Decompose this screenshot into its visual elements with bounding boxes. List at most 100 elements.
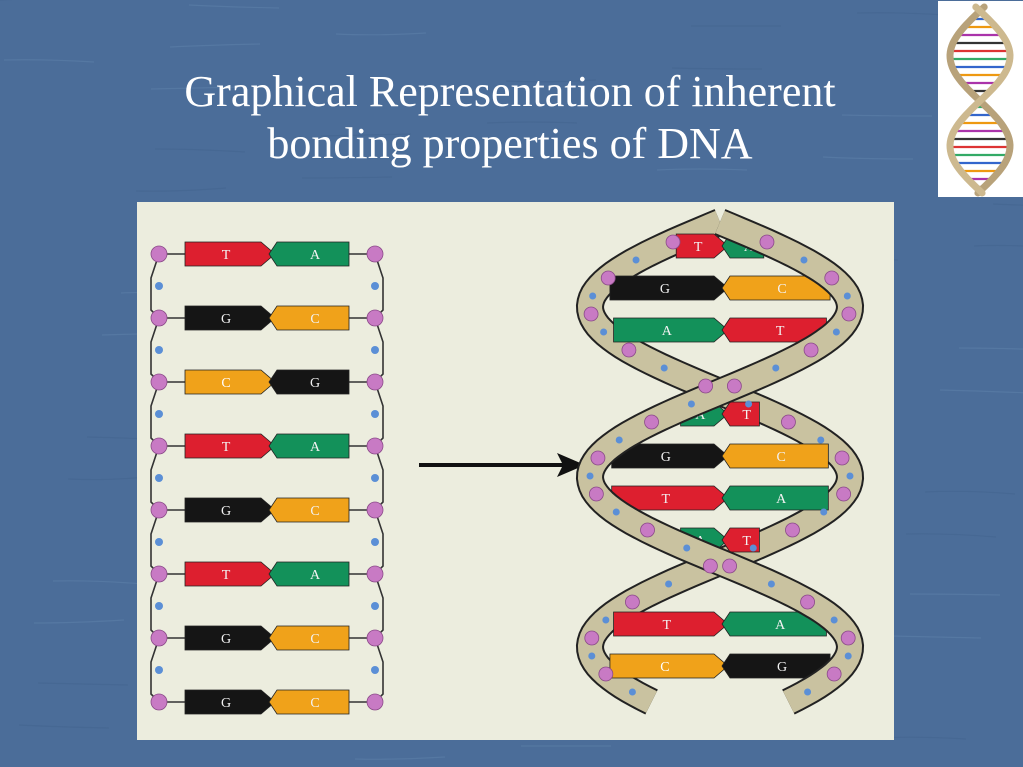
slide-title: Graphical Representation of inherent bon… (110, 66, 910, 170)
phosphate-node (150, 309, 168, 327)
base-letter: T (742, 408, 751, 423)
base-letter: T (663, 618, 672, 633)
base-letter: C (776, 450, 785, 465)
base-letter: C (310, 632, 319, 647)
bond-node (589, 292, 597, 300)
bond-node (830, 616, 838, 624)
bond-node (665, 580, 673, 588)
base-left (184, 625, 276, 651)
base-letter: G (221, 632, 231, 647)
base-right (721, 317, 827, 343)
phosphate-node (702, 558, 718, 574)
base-left (184, 497, 276, 523)
bond-node (155, 538, 163, 546)
base-left (184, 369, 276, 395)
base-left (184, 689, 276, 715)
phosphate-node (584, 630, 600, 646)
bond-node (155, 346, 163, 354)
bond-node (155, 602, 163, 610)
bond-node (844, 652, 852, 660)
bond-node (602, 616, 610, 624)
phosphate-node (150, 373, 168, 391)
phosphate-node (836, 486, 852, 502)
phosphate-node (366, 437, 384, 455)
bond-node (371, 410, 379, 418)
base-letter: C (221, 376, 230, 391)
base-letter: C (310, 312, 319, 327)
phosphate-node (150, 437, 168, 455)
base-letter: A (310, 440, 321, 455)
base-letter: A (662, 324, 673, 339)
bond-node (800, 256, 808, 264)
phosphate-node (366, 309, 384, 327)
bond-node (600, 328, 608, 336)
base-letter: T (694, 240, 703, 255)
phosphate-node (150, 629, 168, 647)
bond-node (683, 544, 691, 552)
bond-node (632, 256, 640, 264)
base-right (268, 625, 350, 651)
dna-logo (938, 1, 1023, 197)
title-line-2: bonding properties of DNA (267, 119, 753, 168)
phosphate-node (588, 486, 604, 502)
phosphate-node (785, 522, 800, 538)
base-right (721, 527, 760, 553)
base-letter: T (742, 534, 751, 549)
phosphate-node (726, 378, 742, 394)
base-letter: C (310, 696, 319, 711)
base-left (609, 275, 729, 301)
base-left (611, 443, 729, 469)
bond-node (846, 472, 854, 480)
base-letter: T (222, 568, 231, 583)
bond-node (371, 666, 379, 674)
base-letter: C (777, 282, 786, 297)
bond-node (820, 508, 828, 516)
base-right (268, 561, 350, 587)
bond-node (615, 436, 623, 444)
base-left (184, 561, 276, 587)
phosphate-node (759, 234, 775, 250)
base-letter: G (661, 450, 671, 465)
base-left (184, 305, 276, 331)
base-letter: G (221, 504, 231, 519)
base-letter: A (776, 492, 787, 507)
phosphate-node (600, 270, 616, 286)
base-letter: A (775, 618, 786, 633)
bond-node (745, 400, 753, 408)
base-letter: G (221, 312, 231, 327)
bond-node (804, 688, 812, 696)
base-left (675, 233, 729, 259)
bond-node (767, 580, 775, 588)
base-letter: G (221, 696, 231, 711)
base-right (721, 653, 831, 679)
bond-node (588, 652, 596, 660)
phosphate-node (841, 306, 857, 322)
base-letter: A (695, 408, 706, 423)
base-letter: T (222, 440, 231, 455)
bond-node (687, 400, 695, 408)
base-letter: C (310, 504, 319, 519)
phosphate-node (366, 373, 384, 391)
phosphate-node (598, 666, 614, 682)
phosphate-node (824, 270, 840, 286)
title-line-1: Graphical Representation of inherent (184, 67, 836, 116)
phosphate-node (150, 501, 168, 519)
phosphate-node (150, 565, 168, 583)
phosphate-node (800, 594, 815, 610)
bond-node (155, 666, 163, 674)
base-letter: G (310, 376, 320, 391)
base-right (721, 401, 760, 427)
base-letter: G (777, 660, 787, 675)
bond-node (371, 474, 379, 482)
bond-node (832, 328, 840, 336)
